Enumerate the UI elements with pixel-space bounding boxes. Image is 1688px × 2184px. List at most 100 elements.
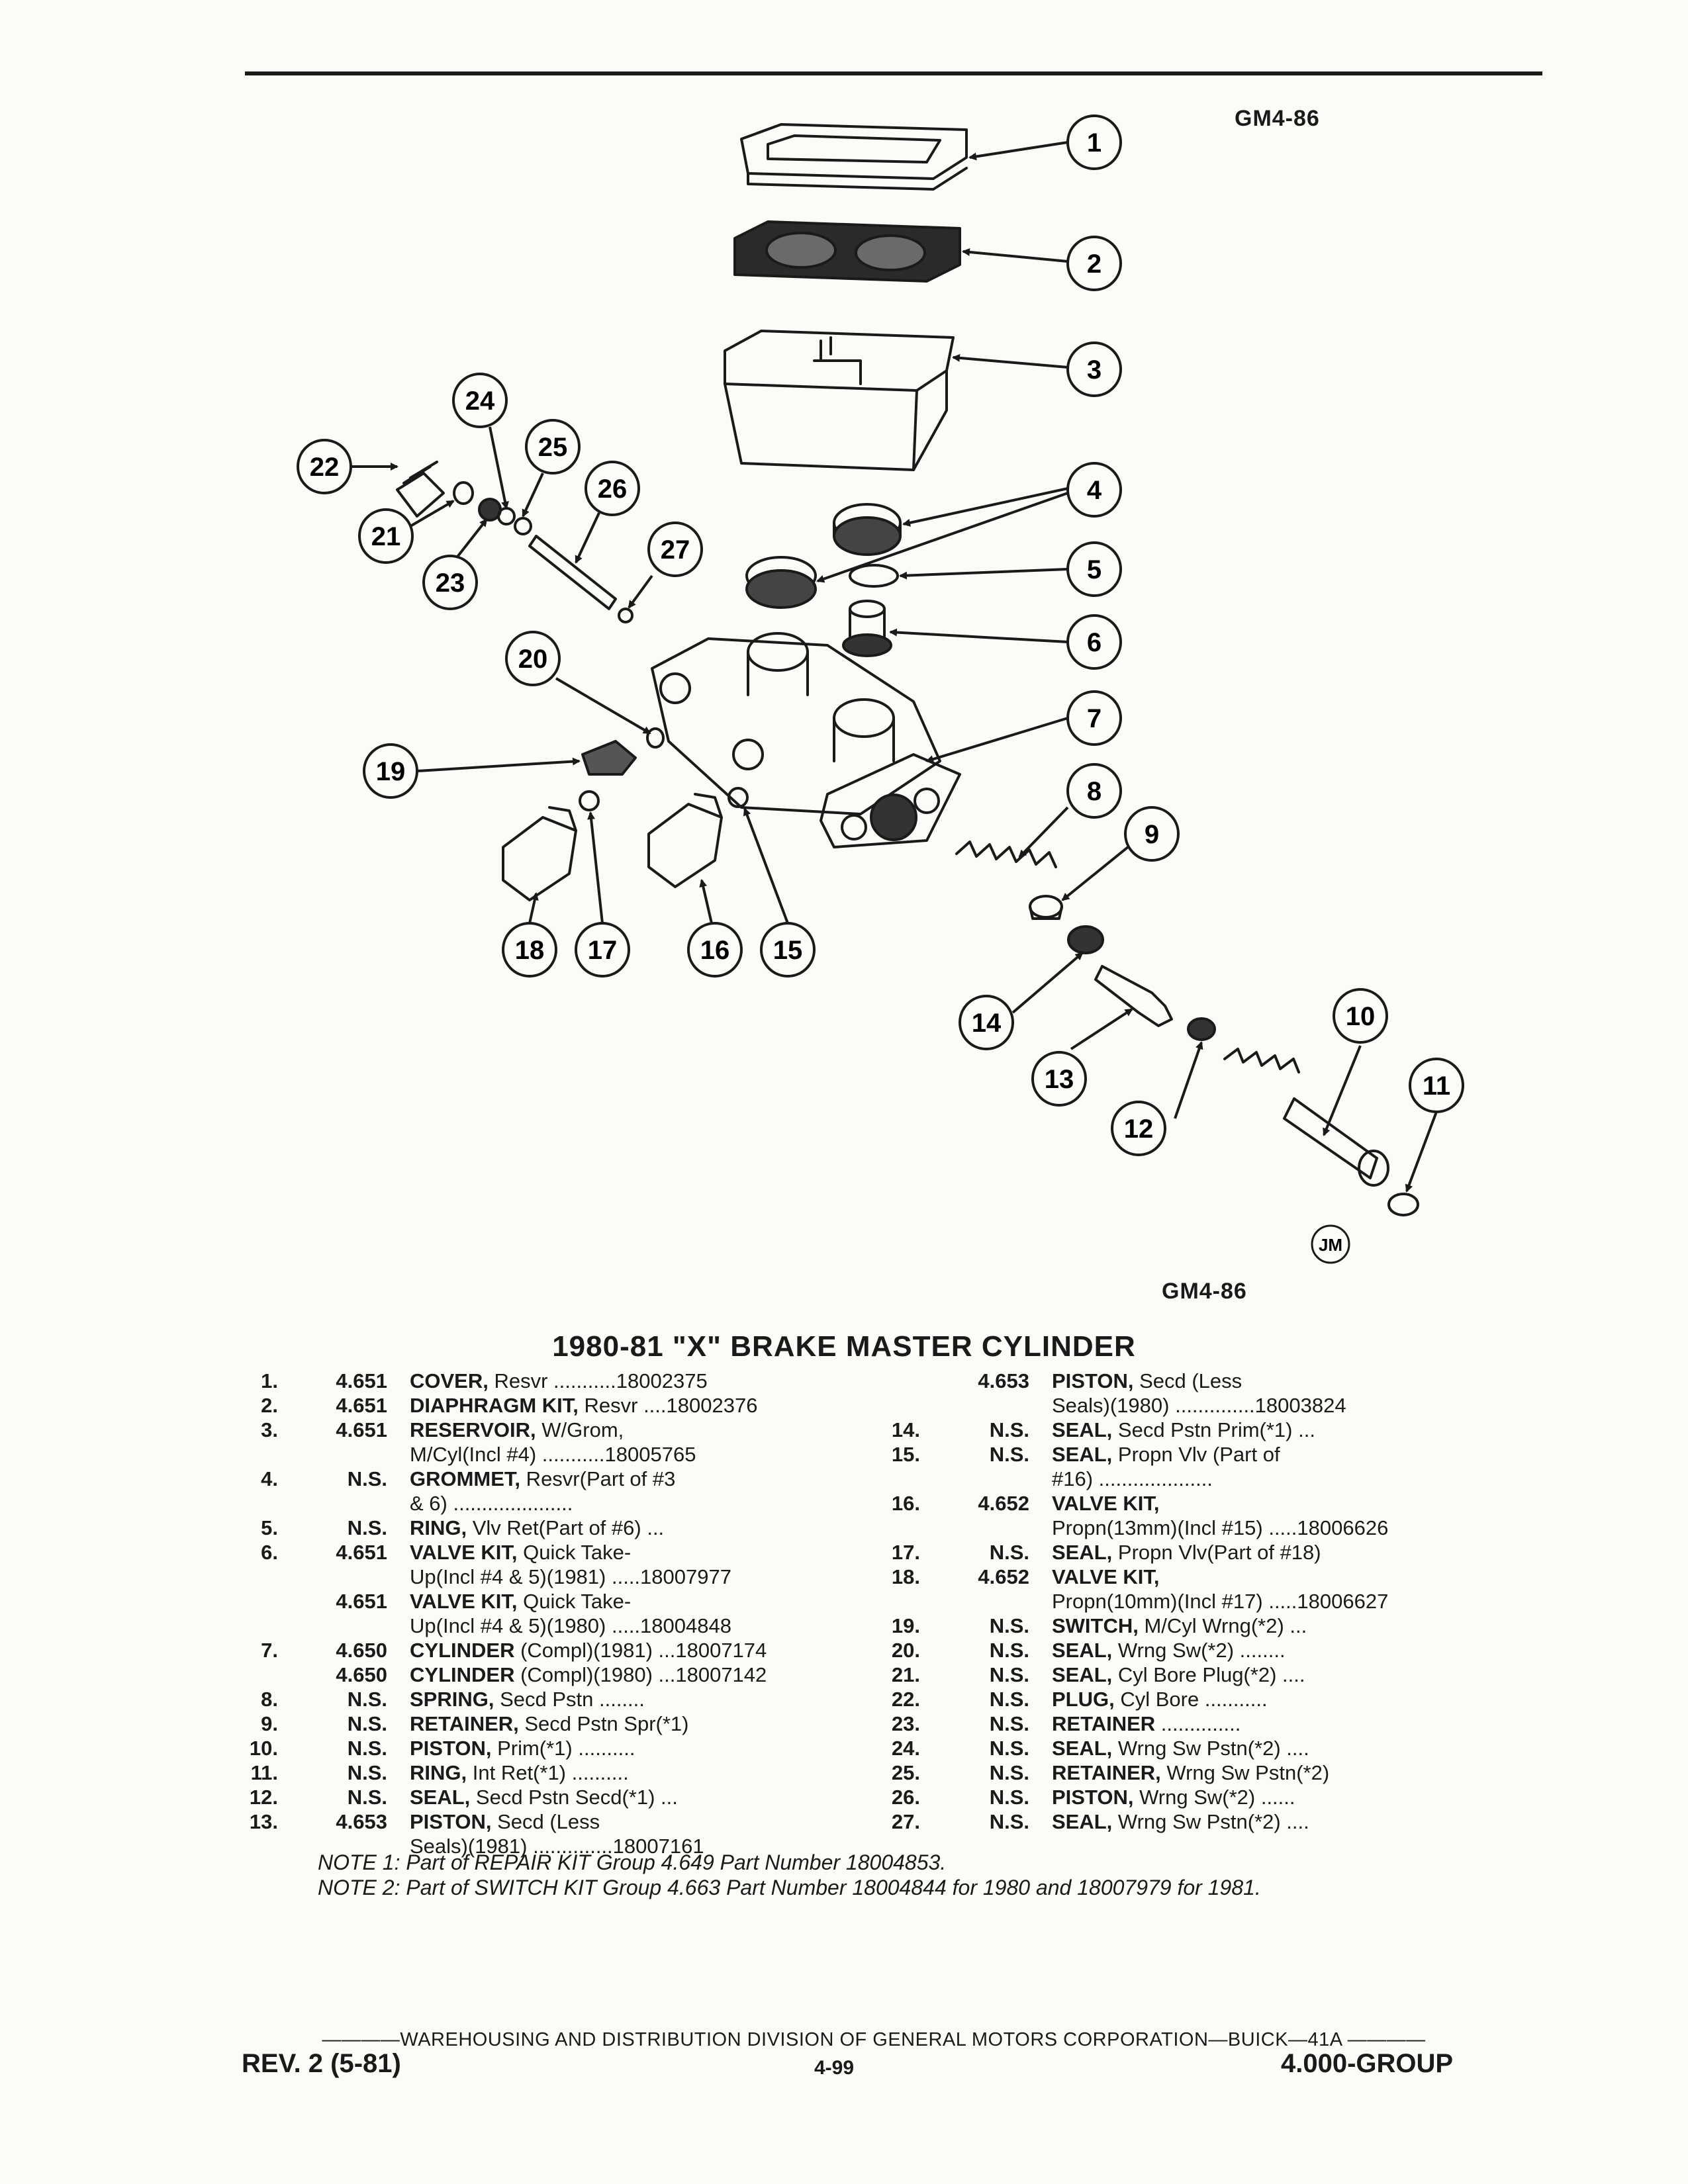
group-number bbox=[920, 1589, 1029, 1614]
parts-row: 4.653 PISTON, Secd (Less bbox=[880, 1369, 1515, 1393]
part-description: GROMMET, Resvr(Part of #3 bbox=[410, 1467, 676, 1490]
part-description: COVER, Resvr ...........18002375 bbox=[410, 1369, 708, 1392]
svg-text:20: 20 bbox=[518, 645, 548, 674]
parts-row: 19.N.S.SWITCH, M/Cyl Wrng(*2) ... bbox=[880, 1614, 1515, 1638]
part-retainer-25 bbox=[514, 517, 532, 535]
part-seal-21 bbox=[453, 481, 474, 505]
callout-23: 23 bbox=[422, 555, 478, 610]
item-number: 12. bbox=[249, 1786, 278, 1809]
svg-text:15: 15 bbox=[773, 936, 803, 965]
svg-text:22: 22 bbox=[310, 453, 340, 482]
part-grommets bbox=[745, 503, 902, 609]
callout-25: 25 bbox=[525, 419, 581, 475]
callout-27: 27 bbox=[647, 522, 703, 577]
svg-text:19: 19 bbox=[376, 757, 406, 786]
part-description: Up(Incl #4 & 5)(1981) .....18007977 bbox=[410, 1565, 731, 1588]
item-number bbox=[238, 1589, 278, 1614]
svg-text:5: 5 bbox=[1087, 555, 1102, 584]
parts-row: 21.N.S.SEAL, Cyl Bore Plug(*2) .... bbox=[880, 1662, 1515, 1687]
parts-row: 25.N.S.RETAINER, Wrng Sw Pstn(*2) bbox=[880, 1760, 1515, 1785]
part-seal-15 bbox=[727, 787, 749, 808]
part-description: RING, Int Ret(*1) .......... bbox=[410, 1761, 629, 1784]
item-number bbox=[880, 1589, 920, 1614]
part-diaphragm bbox=[733, 220, 961, 283]
item-number: 5. bbox=[261, 1516, 278, 1539]
part-description: Propn(13mm)(Incl #15) .....18006626 bbox=[1052, 1516, 1389, 1539]
item-number: 13. bbox=[249, 1810, 278, 1833]
callout-14: 14 bbox=[959, 995, 1014, 1050]
part-seal-24 bbox=[497, 507, 516, 525]
part-description: #16) .................... bbox=[1052, 1467, 1213, 1490]
part-description: CYLINDER (Compl)(1980) ...18007142 bbox=[410, 1663, 767, 1686]
part-secondary-piston bbox=[1094, 965, 1173, 1027]
group-number: N.S. bbox=[989, 1663, 1029, 1686]
group-number bbox=[278, 1491, 387, 1516]
svg-text:24: 24 bbox=[465, 387, 495, 416]
parts-row: M/Cyl(Incl #4) ...........18005765 bbox=[238, 1442, 860, 1467]
parts-row: Seals)(1981) ..............18007161 bbox=[238, 1834, 860, 1858]
parts-row: 12.N.S.SEAL, Secd Pstn Secd(*1) ... bbox=[238, 1785, 860, 1809]
parts-row: 22.N.S.PLUG, Cyl Bore ........... bbox=[880, 1687, 1515, 1711]
part-description: RETAINER, Wrng Sw Pstn(*2) bbox=[1052, 1761, 1330, 1784]
svg-text:18: 18 bbox=[515, 936, 545, 965]
part-warning-piston bbox=[528, 535, 617, 610]
part-seal-27 bbox=[618, 608, 633, 623]
parts-row: 23.N.S.RETAINER .............. bbox=[880, 1711, 1515, 1736]
part-description: PISTON, Secd (Less bbox=[1052, 1369, 1243, 1392]
parts-row: 26.N.S.PISTON, Wrng Sw(*2) ...... bbox=[880, 1785, 1515, 1809]
item-number: 23. bbox=[891, 1712, 920, 1735]
group-number: N.S. bbox=[989, 1786, 1029, 1809]
item-number: 6. bbox=[261, 1541, 278, 1564]
footer-division-line: ————WAREHOUSING AND DISTRIBUTION DIVISIO… bbox=[322, 2029, 1426, 2050]
svg-text:3: 3 bbox=[1087, 355, 1102, 385]
item-number: 3. bbox=[261, 1418, 278, 1441]
group-number: 4.650 bbox=[336, 1639, 387, 1662]
part-description: Seals)(1980) ..............18003824 bbox=[1052, 1394, 1346, 1417]
item-number bbox=[880, 1369, 920, 1393]
part-cylinder-body bbox=[651, 632, 961, 848]
artist-mark: JM bbox=[1311, 1224, 1350, 1264]
group-number: N.S. bbox=[347, 1516, 387, 1539]
svg-text:4: 4 bbox=[1087, 476, 1102, 505]
group-number: N.S. bbox=[347, 1786, 387, 1809]
part-description: Seals)(1981) ..............18007161 bbox=[410, 1835, 704, 1858]
parts-row: 8.N.S.SPRING, Secd Pstn ........ bbox=[238, 1687, 860, 1711]
group-number: 4.651 bbox=[336, 1418, 387, 1441]
parts-row: Propn(13mm)(Incl #15) .....18006626 bbox=[880, 1516, 1515, 1540]
callout-12: 12 bbox=[1111, 1101, 1166, 1156]
part-valve-kit-16 bbox=[647, 793, 723, 888]
svg-text:23: 23 bbox=[436, 569, 465, 598]
callout-1: 1 bbox=[1066, 114, 1122, 170]
parts-row: 14.N.S.SEAL, Secd Pstn Prim(*1) ... bbox=[880, 1418, 1515, 1442]
svg-text:13: 13 bbox=[1045, 1065, 1074, 1094]
parts-row: Up(Incl #4 & 5)(1981) .....18007977 bbox=[238, 1565, 860, 1589]
group-number: 4.651 bbox=[336, 1369, 387, 1392]
parts-row: 27.N.S.SEAL, Wrng Sw Pstn(*2) .... bbox=[880, 1809, 1515, 1834]
item-number bbox=[880, 1393, 920, 1418]
svg-text:26: 26 bbox=[598, 475, 628, 504]
svg-text:6: 6 bbox=[1087, 628, 1102, 657]
svg-text:12: 12 bbox=[1124, 1115, 1154, 1144]
item-number bbox=[238, 1834, 278, 1858]
part-description: SEAL, Propn Vlv (Part of bbox=[1052, 1443, 1280, 1466]
group-number: 4.653 bbox=[978, 1369, 1029, 1392]
callout-13: 13 bbox=[1031, 1051, 1087, 1107]
item-number: 18. bbox=[891, 1565, 920, 1588]
parts-list-right: 4.653 PISTON, Secd (Less Seals)(1980) ...… bbox=[880, 1369, 1515, 1834]
callout-17: 17 bbox=[575, 922, 630, 978]
callout-2: 2 bbox=[1066, 236, 1122, 291]
part-description: DIAPHRAGM KIT, Resvr ....18002376 bbox=[410, 1394, 758, 1417]
callout-6: 6 bbox=[1066, 614, 1122, 670]
part-description: RING, Vlv Ret(Part of #6) ... bbox=[410, 1516, 665, 1539]
footer-group: 4.000-GROUP bbox=[1281, 2049, 1454, 2078]
svg-text:10: 10 bbox=[1346, 1002, 1376, 1031]
part-reservoir bbox=[724, 330, 955, 471]
leader-lines bbox=[351, 141, 1438, 1193]
group-number: N.S. bbox=[989, 1712, 1029, 1735]
